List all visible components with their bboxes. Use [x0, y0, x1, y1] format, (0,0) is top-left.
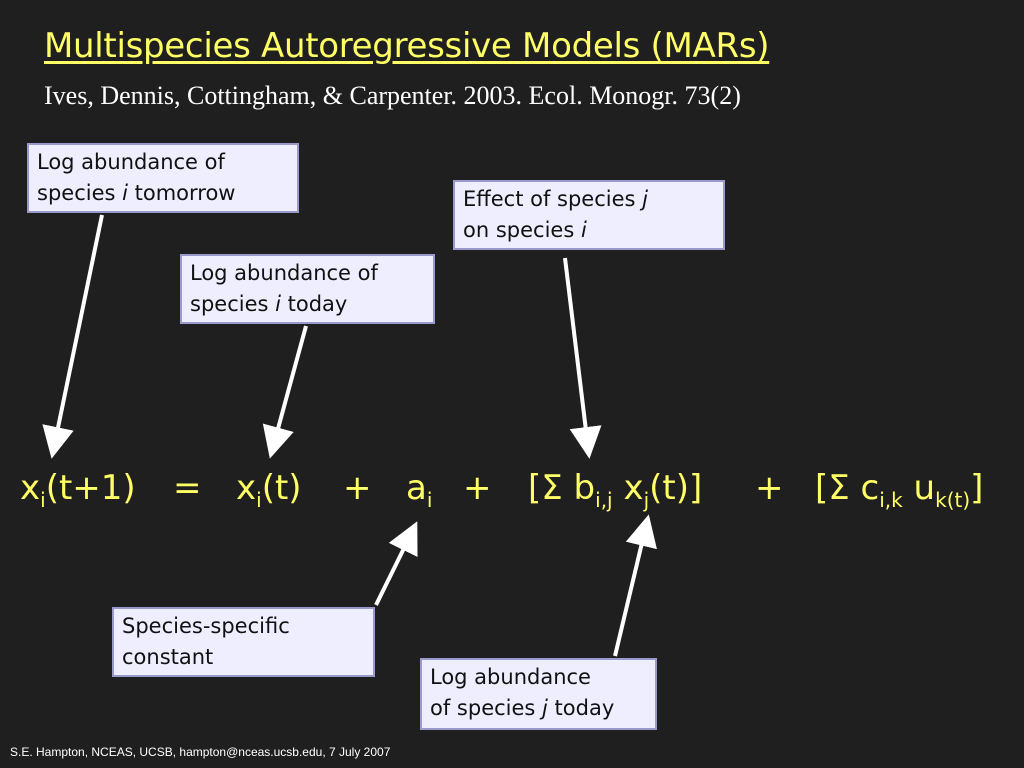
callout-log-abundance-tomorrow: Log abundance of species i tomorrow [27, 143, 299, 213]
slide-footer: S.E. Hampton, NCEAS, UCSB, hampton@nceas… [10, 745, 391, 759]
arrow-effect [563, 257, 602, 459]
callout-line: species i tomorrow [37, 181, 236, 205]
callout-line: constant [122, 645, 214, 669]
mar-equation: xi(t+1) = xi(t) + ai + [Σ bi,j xj(t)] + … [0, 458, 1024, 528]
callout-line: Log abundance of [190, 261, 378, 285]
eq-plus-1: + [343, 468, 372, 508]
callout-line: Log abundance [430, 665, 591, 689]
eq-plus-2: + [463, 468, 492, 508]
eq-plus-3: + [755, 468, 784, 508]
citation-subtitle: Ives, Dennis, Cottingham, & Carpenter. 2… [44, 81, 741, 110]
callout-line: of species j today [430, 696, 615, 720]
arrow-tomorrow [42, 214, 104, 459]
callout-line: Effect of species j [463, 187, 648, 211]
callout-species-specific-constant: Species-specific constant [112, 607, 375, 677]
callout-line: species i today [190, 292, 348, 316]
callout-effect-of-species: Effect of species j on species i [453, 180, 725, 250]
arrow-today-j [613, 514, 657, 657]
callout-line: Species-specific [122, 614, 290, 638]
slide-title: Multispecies Autoregressive Models (MARs… [44, 26, 770, 66]
callout-log-abundance-today-i: Log abundance of species i today [180, 254, 435, 324]
eq-xi-today: xi(t) [236, 468, 302, 512]
eq-xi-tomorrow: xi(t+1) [20, 468, 136, 512]
arrow-today-i [262, 325, 308, 459]
callout-line: Log abundance of [37, 150, 225, 174]
eq-sum-b: [Σ bi,j xj(t)] [528, 468, 703, 512]
arrow-constant [374, 521, 418, 606]
eq-ai: ai [406, 468, 433, 512]
eq-sum-c: [Σ ci,k uk(t)] [815, 468, 984, 512]
eq-equals: = [173, 468, 202, 508]
callout-log-abundance-today-j: Log abundance of species j today [420, 658, 657, 730]
callout-line: on species i [463, 218, 587, 242]
